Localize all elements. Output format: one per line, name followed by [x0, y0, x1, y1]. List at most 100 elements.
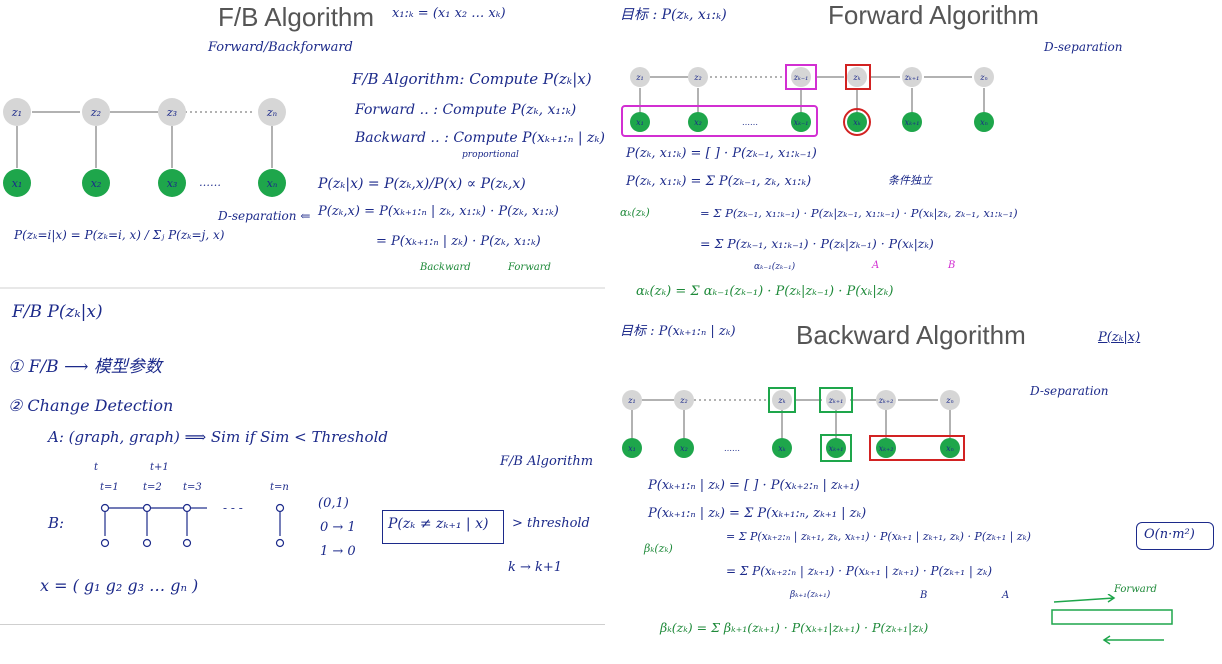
node-z1: [3, 98, 31, 126]
k-next: k → k+1: [508, 560, 563, 575]
b-label-zk+2: zₖ₊₂: [878, 396, 894, 405]
fb-eq-3: = P(xₖ₊₁:ₙ | zₖ) · P(zₖ, x₁:ₖ): [376, 234, 541, 249]
threshold-label: > threshold: [512, 516, 590, 531]
under-beta: βₖ₊₁(zₖ₊₁): [790, 590, 831, 600]
b-label-xk+1: xₖ₊₁: [829, 444, 844, 453]
cd-line-a: A: (graph, graph) ⟹ Sim if Sim < Thresho…: [48, 428, 388, 446]
b-label-x1: x₁: [628, 444, 636, 453]
time-3: t=3: [183, 482, 202, 493]
b-chain-dots: - - -: [223, 501, 243, 515]
node-zn: [258, 98, 286, 126]
hmm-chain-forward: z₁ z₂ zₖ₋₁ zₖ zₖ₊₁ zₙ x₁ x₂ xₖ₋₁ xₖ xₖ₊₁…: [621, 64, 994, 137]
b-label-z1: z₁: [627, 396, 635, 405]
fb-algorithm-label: F/B Algorithm: [500, 454, 594, 469]
time-2: t=2: [143, 482, 162, 493]
cd-line-3: ② Change Detection: [8, 396, 174, 415]
backward-title: Backward Algorithm: [796, 320, 1026, 350]
f-label-xn: xₙ: [980, 118, 988, 127]
under-alpha: αₖ₋₁(zₖ₋₁): [754, 262, 796, 272]
label-forward: Forward: [508, 262, 551, 273]
label-x3: x₃: [167, 177, 178, 190]
f-label-xk+1: xₖ₊₁: [905, 118, 920, 127]
backward-label-a: A: [1002, 590, 1010, 601]
change-prob-box: [382, 510, 504, 544]
proportional-note: proportional: [462, 150, 519, 160]
forward-eq-2: P(zₖ, x₁:ₖ) = Σ P(zₖ₋₁, zₖ, x₁:ₖ): [626, 174, 812, 189]
forward-eq-1: P(zₖ, x₁:ₖ) = [ ] · P(zₖ₋₁, x₁:ₖ₋₁): [626, 146, 817, 161]
f-label-xk: xₖ: [853, 118, 861, 127]
b-label-zk+1: zₖ₊₁: [828, 396, 844, 405]
label-x1: x₁: [12, 177, 23, 190]
forward-arrow-sketch: [1051, 594, 1173, 645]
backward-title-note: P(zₖ|x): [1098, 330, 1141, 345]
node-z3: [158, 98, 186, 126]
panel-fb-algorithm: F/B Algorithm x₁:ₖ = (x₁ x₂ … xₖ) Forwar…: [0, 0, 605, 287]
panel-change-detection: F/B P(zₖ|x) ① F/B ⟶ 模型参数 ② Change Detect…: [0, 292, 605, 622]
forward-eq-3: = Σ P(zₖ₋₁, x₁:ₖ₋₁) · P(zₖ|zₖ₋₁, x₁:ₖ₋₁)…: [700, 206, 1018, 220]
f-label-xk-1: xₖ₋₁: [794, 118, 809, 127]
beta-label: βₖ(zₖ): [644, 542, 673, 555]
dsep-arrow: D-separation ⇐: [218, 209, 311, 223]
label-xn: xₙ: [267, 177, 278, 190]
label-x2: x₂: [91, 177, 102, 190]
fb-eq-left: P(zₖ=i|x) = P(zₖ=i, x) / Σⱼ P(zₖ=j, x): [14, 228, 225, 242]
f-label-zk: zₖ: [852, 73, 860, 82]
b-label-xk: xₖ: [778, 444, 786, 453]
trans-1: (0,1): [318, 496, 349, 511]
backward-eq-1: P(xₖ₊₁:ₙ | zₖ) = [ ] · P(xₖ₊₂:ₙ | zₖ₊₁): [648, 478, 860, 493]
fb-line-2: Forward ‥ : Compute P(zₖ, x₁:ₖ): [355, 102, 577, 118]
hmm-chain-fb: z₁ z₂ z₃ zₙ x₁ x₂ x₃ xₙ ……: [3, 98, 286, 197]
fb-title: F/B Algorithm: [218, 2, 375, 32]
forward-target: 目标 : P(zₖ, x₁:ₖ): [620, 7, 727, 23]
fb-subtitle: Forward/Backforward: [208, 40, 353, 55]
complexity-box: [1136, 522, 1214, 550]
forward-label-b: B: [948, 260, 956, 271]
forward-note: 条件独立: [888, 174, 932, 187]
fb-eq-1: P(zₖ|x) = P(zₖ,x)/P(x) ∝ P(zₖ,x): [318, 176, 526, 192]
backward-eq-4: = Σ P(xₖ₊₂:ₙ | zₖ₊₁) · P(xₖ₊₁ | zₖ₊₁) · …: [726, 564, 993, 578]
f-label-z2: z₂: [693, 73, 701, 82]
complexity-label: O(n·m²): [1144, 527, 1195, 542]
x-equation: x = ( g₁ g₂ g₃ … gₙ ): [40, 576, 199, 595]
forward-arrow-label: Forward: [1114, 584, 1157, 595]
f-label-x2: x₂: [694, 118, 702, 127]
node-xn: [258, 169, 286, 197]
divider-horizontal: [0, 287, 605, 289]
f-label-zk-1: zₖ₋₁: [793, 73, 809, 82]
backward-eq-3: = Σ P(xₖ₊₂:ₙ | zₖ₊₁, zₖ, xₖ₊₁) · P(xₖ₊₁ …: [726, 530, 1031, 543]
backward-eq-final: βₖ(zₖ) = Σ βₖ₊₁(zₖ₊₁) · P(xₖ₊₁|zₖ₊₁) · P…: [660, 620, 929, 635]
b-label: B:: [48, 514, 65, 532]
b-label-xk+2: xₖ₊₂: [879, 444, 894, 453]
b-label-xn: xₙ: [946, 444, 954, 453]
alpha-label: αₖ(zₖ): [620, 206, 650, 219]
f-label-zk+1: zₖ₊₁: [904, 73, 920, 82]
f-label-x1: x₁: [636, 118, 644, 127]
node-x1: [3, 169, 31, 197]
b-label-zn: zₙ: [945, 396, 953, 405]
time-n: t=n: [270, 482, 289, 493]
panel-backward-algorithm: 目标 : P(xₖ₊₁:ₙ | zₖ) Backward Algorithm P…: [614, 314, 1220, 660]
f-label-zn: zₙ: [979, 73, 987, 82]
time-1: t=1: [100, 482, 119, 493]
f-label-z1: z₁: [635, 73, 643, 82]
label-z1: z₁: [11, 106, 22, 119]
change-chain: - - -: [100, 501, 285, 548]
fb-eq-2: P(zₖ,x) = P(xₖ₊₁:ₙ | zₖ, x₁:ₖ) · P(zₖ, x…: [318, 204, 559, 219]
backward-label-b: B: [920, 590, 928, 601]
cd-line-2: ① F/B ⟶ 模型参数: [8, 357, 162, 377]
cd-line-1: F/B P(zₖ|x): [12, 302, 103, 322]
b-label-z2: z₂: [679, 396, 687, 405]
node-z2: [82, 98, 110, 126]
label-zn: zₙ: [266, 106, 277, 119]
box-equation: P(zₖ ≠ zₖ₊₁ | x): [388, 516, 489, 532]
fb-line-1: F/B Algorithm: Compute P(zₖ|x): [352, 70, 592, 88]
divider-bottom: [0, 624, 605, 625]
node-x2: [82, 169, 110, 197]
forward-eq-final: αₖ(zₖ) = Σ αₖ₋₁(zₖ₋₁) · P(zₖ|zₖ₋₁) · P(x…: [636, 284, 894, 299]
panel-forward-algorithm: 目标 : P(zₖ, x₁:ₖ) Forward Algorithm D-sep…: [614, 0, 1176, 312]
label-backward: Backward: [420, 262, 471, 273]
forward-title: Forward Algorithm: [828, 0, 1039, 30]
node-x3: [158, 169, 186, 197]
f-chain-dots: ……: [742, 118, 758, 127]
forward-label-a: A: [872, 260, 880, 271]
